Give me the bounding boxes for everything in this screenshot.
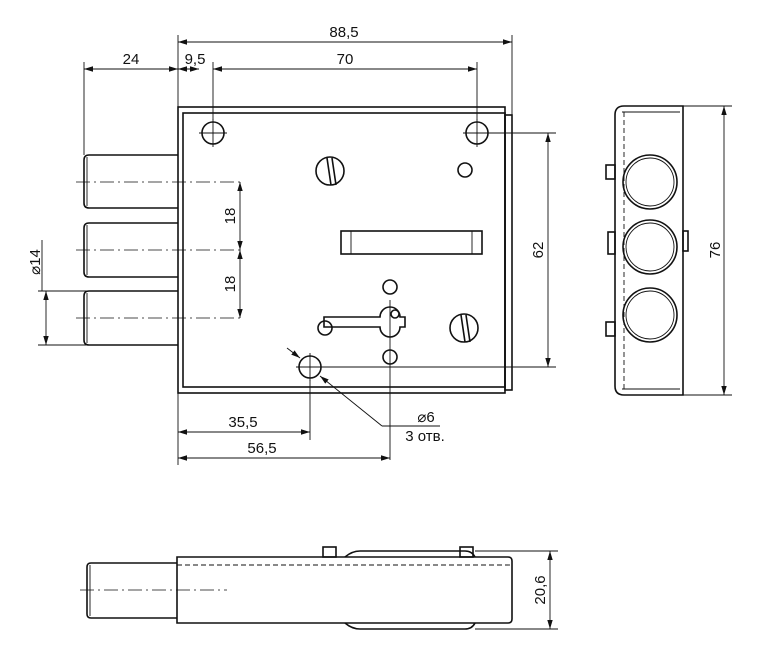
dim-hole-count: 3 отв. [405, 428, 445, 445]
screws [315, 156, 479, 343]
dim-hole-spacing: 70 [337, 51, 354, 68]
dim-bolt-diameter: ⌀14 [27, 249, 44, 275]
dimension-lines [38, 35, 556, 465]
dim-hole-offset-bottom: 35,5 [228, 414, 257, 431]
dim-key-offset: 56,5 [247, 440, 276, 457]
keyhole [323, 300, 406, 460]
bottom-view: 20,6 [80, 546, 558, 630]
dim-bolt-projection: 24 [123, 51, 140, 68]
side-view: 76 [605, 105, 732, 396]
small-holes [317, 162, 473, 365]
dim-side-height: 76 [707, 242, 724, 259]
dim-hole-offset: 9,5 [185, 51, 206, 68]
front-view: 88,5 24 9,5 70 18 18 ⌀14 62 35,5 56,5 ⌀6… [27, 24, 556, 465]
side-flange [504, 114, 513, 391]
mounting-holes [199, 119, 491, 381]
bolts [76, 154, 240, 346]
dim-thickness: 20,6 [532, 575, 549, 604]
dim-hole-diameter: ⌀6 [417, 409, 434, 426]
dim-bolt-pitch-1: 18 [222, 208, 239, 225]
dim-hole-vertical: 62 [530, 242, 547, 259]
dim-overall-width: 88,5 [329, 24, 358, 41]
dim-bolt-pitch-2: 18 [222, 276, 239, 293]
latch-slot [340, 230, 483, 255]
